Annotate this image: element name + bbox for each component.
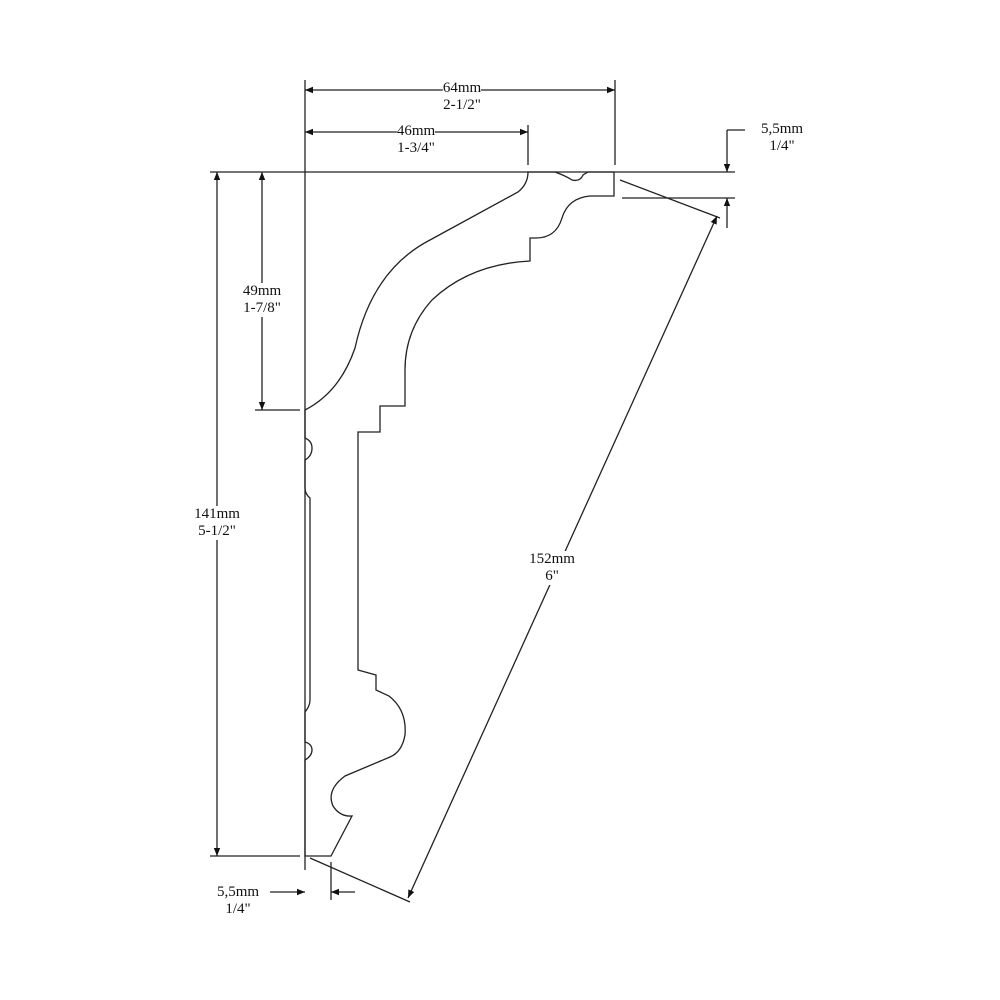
width-partial-in: 1-3/4": [397, 140, 435, 156]
diagonal-in: 6": [545, 568, 559, 584]
bottom-offset-mm: 5,5mm: [216, 884, 260, 900]
height-total-in: 5-1/2": [198, 523, 236, 539]
diagonal-mm: 152mm: [529, 551, 575, 567]
molding-profile: [304, 171, 615, 857]
top-offset-mm: 5,5mm: [760, 121, 804, 137]
bottom-offset-in: 1/4": [225, 901, 251, 917]
width-partial-mm: 46mm: [396, 123, 436, 139]
height-total-mm: 141mm: [194, 506, 240, 522]
width-total-mm: 64mm: [442, 80, 482, 96]
upper-height-mm: 49mm: [242, 283, 282, 299]
upper-height-in: 1-7/8": [243, 300, 281, 316]
top-offset-in: 1/4": [769, 138, 795, 154]
width-total-in: 2-1/2": [443, 97, 481, 113]
